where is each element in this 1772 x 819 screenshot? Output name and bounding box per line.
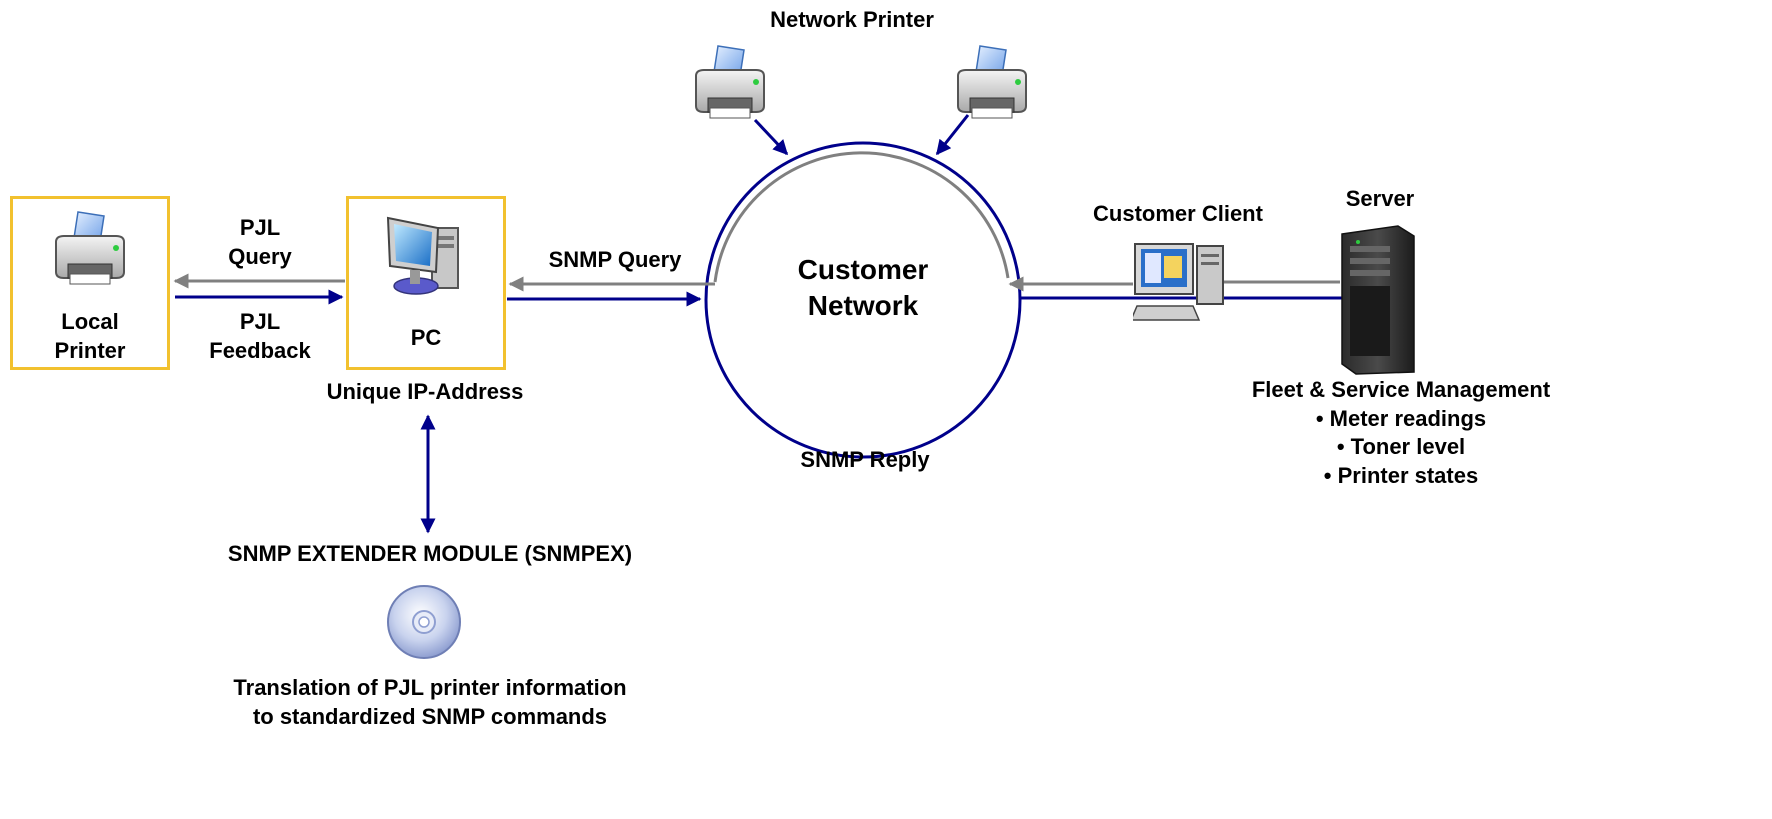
printer-icon — [55, 211, 125, 285]
pjl-feedback-label: PJL Feedback — [190, 308, 330, 365]
pjl-query-label: PJL Query — [200, 214, 320, 271]
pc-box — [346, 196, 506, 370]
local-printer-box — [10, 196, 170, 370]
server-label: Server — [1345, 186, 1415, 211]
snmp-query-label: SNMP Query — [548, 247, 682, 272]
translation-line2: to standardized SNMP commands — [252, 703, 608, 729]
pjl-feedback-line2: Feedback — [209, 337, 311, 363]
desktop-computer-icon — [386, 216, 459, 295]
snmp-reply-label: SNMP Reply — [800, 447, 930, 472]
customer-network-label: Customer Network — [748, 252, 978, 325]
customer-network-line2: Network — [807, 290, 919, 322]
client-computer-icon — [1133, 243, 1224, 321]
translation-line1: Translation of PJL printer information — [233, 675, 627, 700]
network-printer-right-arrow — [935, 114, 970, 156]
local-printer-label: Local Printer — [20, 308, 160, 365]
snmpex-label: SNMP EXTENDER MODULE (SNMPEX) — [227, 541, 633, 566]
network-printer-right-icon — [957, 45, 1027, 119]
pjl-query-line1: PJL — [239, 215, 281, 240]
local-printer-line2: Printer — [54, 337, 126, 363]
customer-network-ring — [704, 141, 1022, 459]
fleet-item: • Toner level — [1336, 434, 1466, 460]
unique-ip-label: Unique IP-Address — [326, 379, 524, 404]
network-inner-gray-arc — [713, 151, 1010, 283]
pc-label: PC — [410, 325, 442, 350]
network-printer-left-arrow — [753, 118, 789, 156]
fleet-management-block: Fleet & Service Management • Meter readi… — [1236, 376, 1566, 490]
fleet-item: • Meter readings — [1315, 405, 1487, 431]
customer-client-label: Customer Client — [1093, 201, 1263, 226]
translation-label: Translation of PJL printer information t… — [180, 674, 680, 731]
server-tower-icon — [1341, 225, 1415, 375]
cd-disc-icon — [387, 585, 461, 659]
local-printer-line1: Local — [61, 309, 119, 334]
pjl-query-line2: Query — [228, 243, 292, 269]
fleet-item: • Printer states — [1323, 462, 1479, 488]
network-printer-left-icon — [695, 45, 765, 119]
customer-network-line1: Customer — [797, 254, 929, 285]
fleet-title: Fleet & Service Management — [1251, 377, 1551, 402]
pjl-feedback-line1: PJL — [239, 309, 281, 334]
network-printer-label: Network Printer — [770, 7, 934, 32]
